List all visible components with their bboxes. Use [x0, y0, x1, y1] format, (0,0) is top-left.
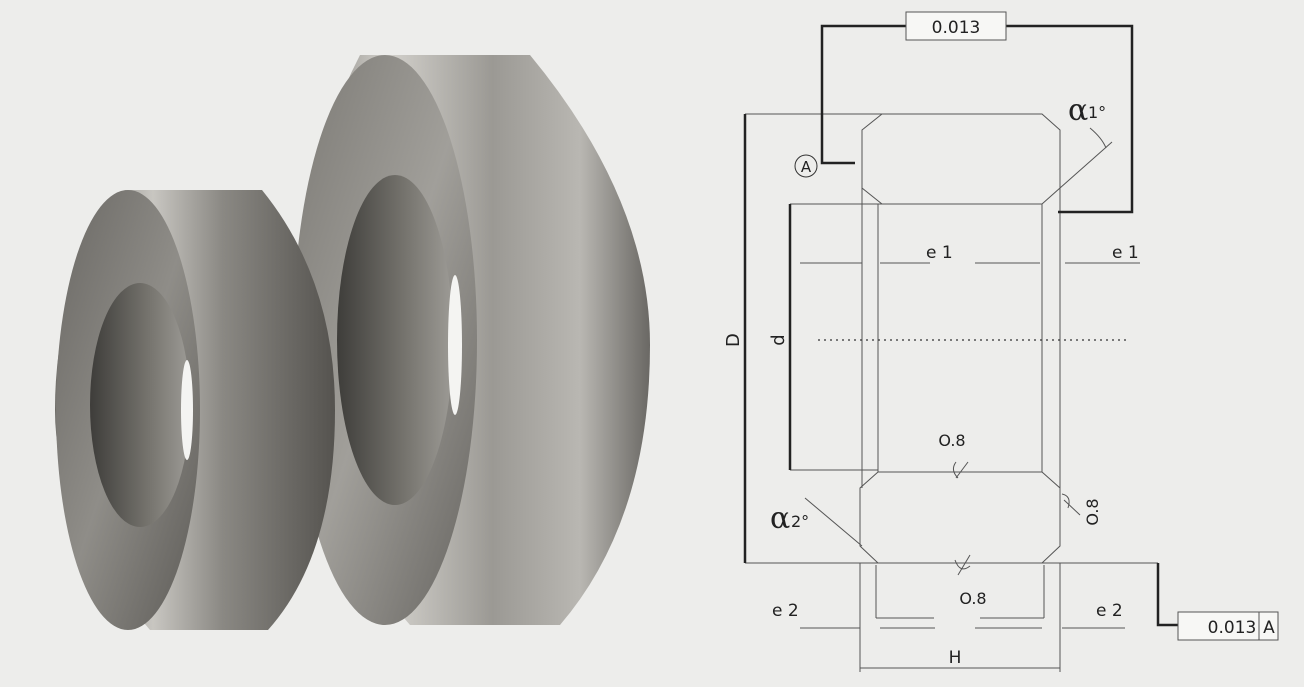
- alpha2-suffix: 2°: [791, 512, 809, 531]
- top-tolerance-box: [905, 11, 1007, 41]
- alpha1-suffix: 1°: [1088, 103, 1106, 122]
- small-ring: [55, 190, 335, 630]
- inner-diameter-label: d: [768, 334, 789, 345]
- edge2-left-label: e 2: [772, 601, 799, 621]
- datum-circle: [794, 154, 818, 178]
- height-label: H: [949, 648, 962, 668]
- bottom-tolerance-leader: [1156, 563, 1178, 627]
- bottom-tolerance-value: 0.013: [1208, 618, 1257, 638]
- alpha2-symbol: α: [770, 501, 790, 536]
- outer-diameter-label: D: [723, 333, 744, 347]
- radius-bottom-label: O.8: [959, 589, 986, 608]
- datum-label: A: [801, 158, 812, 176]
- lower-section-outline: [859, 471, 1061, 564]
- edge1-left-label: e 1: [926, 243, 953, 263]
- alpha1-symbol: α: [1068, 93, 1088, 128]
- upper-section-outline: [861, 113, 1061, 205]
- edge1-right-label: e 1: [1112, 243, 1139, 263]
- radius-right-label: O.8: [1083, 498, 1102, 525]
- radius-inner-label: O.8: [938, 431, 965, 450]
- top-tolerance-leader: [820, 24, 906, 165]
- ring-photo: [55, 55, 650, 630]
- top-tolerance-value: 0.013: [932, 18, 981, 38]
- bottom-tolerance-datum: A: [1263, 618, 1275, 638]
- bottom-tolerance-box: [1177, 611, 1279, 641]
- edge2-right-label: e 2: [1096, 601, 1123, 621]
- large-ring: [293, 55, 650, 625]
